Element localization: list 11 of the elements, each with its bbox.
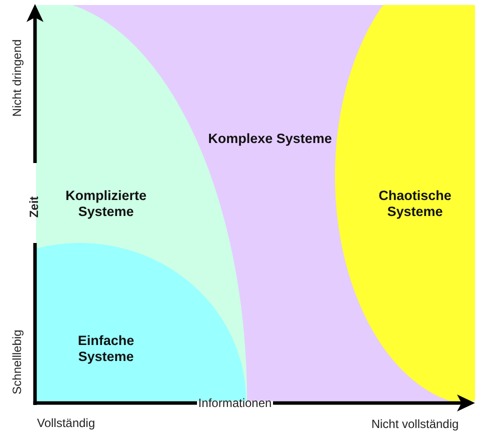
region-label: Chaotische Systeme xyxy=(378,188,452,220)
region-label: Komplexe Systeme xyxy=(207,131,333,147)
axis-title: Informationen xyxy=(198,396,272,410)
axis-end-label: Nicht dringend xyxy=(10,39,24,117)
axis-title: Zeit xyxy=(27,196,41,218)
half-ellipse-area xyxy=(335,5,475,401)
axis-end-label: Nicht vollständig xyxy=(371,417,459,431)
region-label: Komplizierte Systeme xyxy=(64,188,148,220)
axis-end-label: Schnelllebig xyxy=(10,330,24,394)
region-label: Einfache Systeme xyxy=(76,333,136,365)
axis-end-label: Vollständig xyxy=(36,416,96,430)
